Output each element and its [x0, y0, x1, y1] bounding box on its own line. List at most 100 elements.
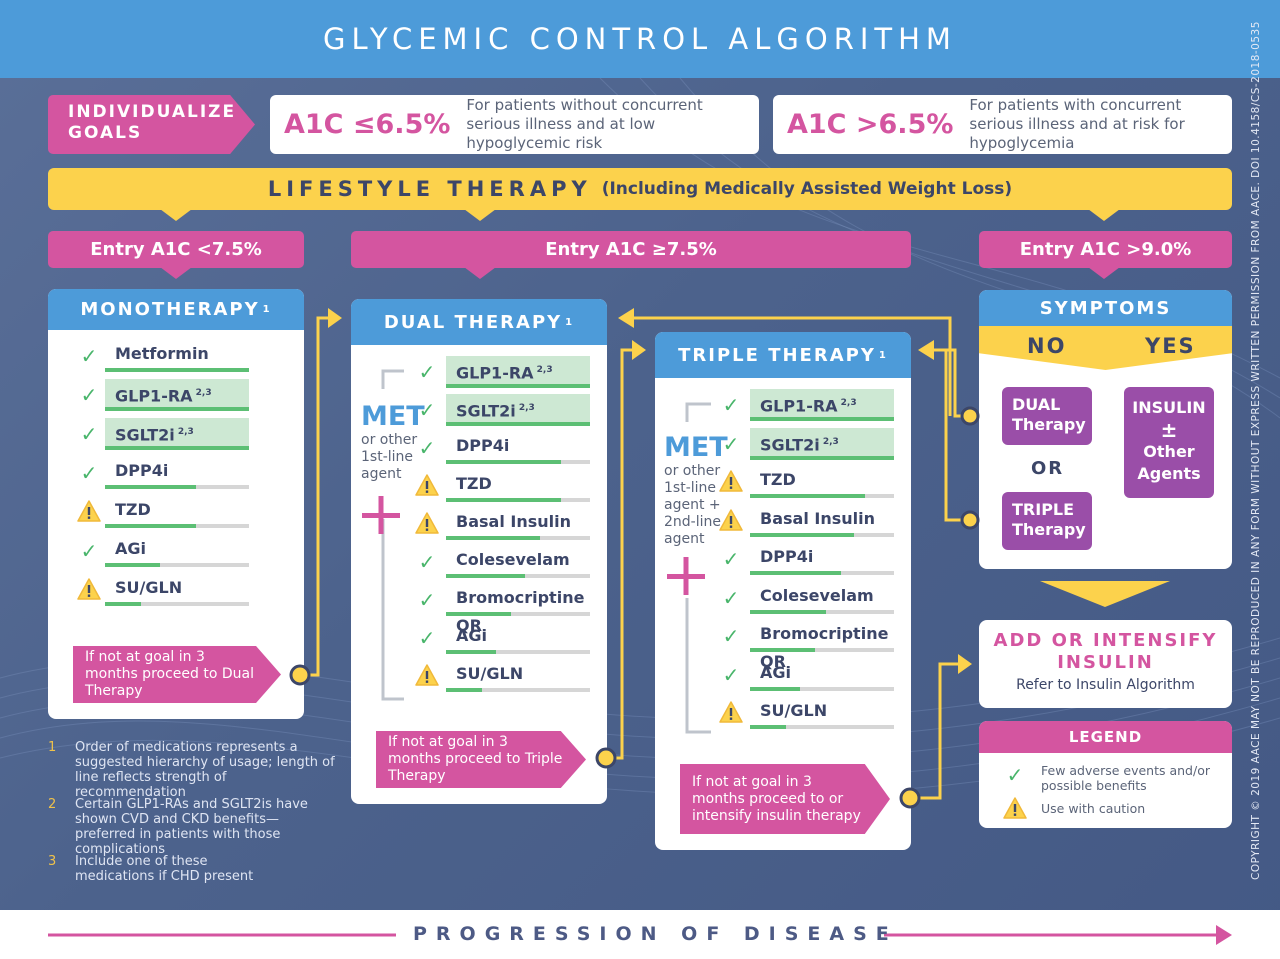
- recommendation-strength-bar: [446, 460, 590, 464]
- symptoms-or: OR: [1031, 458, 1065, 479]
- check-icon: ✓: [80, 461, 98, 485]
- page-title: GLYCEMIC CONTROL ALGORITHM: [323, 22, 957, 56]
- medication-name: TZD: [456, 474, 492, 493]
- medication-name: AGi: [760, 662, 791, 682]
- recommendation-strength-bar: [750, 455, 894, 460]
- legend-warning-text: Use with caution: [1041, 801, 1146, 816]
- recommendation-strength-bar: [446, 650, 590, 654]
- medication-row: Bromocriptine QR: [446, 580, 590, 635]
- legend-check-icon: ✓: [1006, 763, 1024, 787]
- goal-high-text: For patients with concurrent serious ill…: [969, 96, 1185, 152]
- recommendation-strength-bar: [105, 524, 249, 528]
- goal-high-box: A1C >6.5% For patients with concurrent s…: [773, 95, 1232, 154]
- medication-row: SGLT2i 2,3: [105, 414, 249, 450]
- recommendation-strength-bar: [105, 407, 249, 411]
- recommendation-strength-bar: [105, 485, 249, 489]
- check-icon: ✓: [722, 662, 740, 687]
- medication-name: Basal Insulin: [456, 512, 571, 531]
- goal-high-value: A1C >6.5%: [787, 109, 954, 140]
- strength-fill: [105, 446, 249, 450]
- dual-bracket: [362, 369, 404, 701]
- lifestyle-pointers: [160, 209, 1120, 221]
- check-icon: ✓: [80, 422, 98, 446]
- check-icon: ✓: [418, 550, 436, 574]
- medication-name: DPP4i: [115, 461, 169, 480]
- footnote-ref: 2,3: [533, 365, 553, 375]
- symptoms-no: NO: [1027, 334, 1067, 358]
- medication-name: GLP1-RA 2,3: [446, 356, 590, 384]
- recommendation-strength-bar: [750, 417, 894, 421]
- lifestyle-therapy-bar: LIFESTYLE THERAPY (Including Medically A…: [48, 168, 1232, 210]
- footnote-ref: 2,3: [837, 398, 857, 408]
- check-icon: ✓: [418, 436, 436, 460]
- warning-icon: [415, 512, 439, 536]
- recommendation-strength-bar: [446, 422, 590, 426]
- copyright-notice: COPYRIGHT © 2019 AACE MAY NOT BE REPRODU…: [1250, 21, 1262, 880]
- footnote-3: 3 Include one of these medications if CH…: [48, 854, 254, 884]
- check-icon: ✓: [722, 585, 740, 610]
- check-icon: ✓: [80, 539, 98, 563]
- warning-icon: [77, 500, 101, 524]
- check-icon: ✓: [80, 383, 98, 407]
- strength-fill: [446, 498, 562, 502]
- check-icon: ✓: [80, 344, 98, 368]
- medication-name: Bromocriptine QR: [456, 588, 585, 635]
- medication-name: Metformin: [115, 344, 209, 363]
- strength-fill: [105, 407, 249, 411]
- medication-row: Basal Insulin: [446, 504, 590, 540]
- medication-name: DPP4i: [760, 547, 814, 566]
- symptoms-down-arrow: [1040, 581, 1170, 607]
- medication-name: TZD: [760, 470, 796, 489]
- triple-met-sub: or other 1st-line agent + 2nd-line agent: [664, 463, 721, 547]
- strength-fill: [446, 536, 540, 540]
- triple-next-step: If not at goal in 3 months proceed to or…: [680, 764, 890, 834]
- progression-label: PROGRESSION OF DISEASE: [413, 923, 898, 945]
- recommendation-strength-bar: [750, 494, 894, 498]
- recommendation-strength-bar: [446, 574, 590, 578]
- footnote-1: 1 Order of medications represents a sugg…: [48, 740, 335, 800]
- warning-icon: [719, 470, 743, 494]
- check-icon: ✓: [722, 431, 740, 456]
- medication-row: Bromocriptine QR: [750, 616, 894, 671]
- medication-row: SU/GLN: [446, 656, 590, 692]
- medication-row: AGi: [105, 531, 249, 567]
- strength-fill: [446, 612, 511, 616]
- medication-row: DPP4i: [750, 539, 894, 575]
- strength-fill: [446, 574, 526, 578]
- entry-pointers: [160, 267, 1120, 279]
- medication-row: GLP1-RA 2,3: [750, 385, 894, 421]
- medication-name: Colesevelam: [760, 585, 874, 605]
- check-icon: ✓: [722, 393, 740, 417]
- strength-fill: [750, 417, 894, 421]
- lifestyle-subtitle: (Including Medically Assisted Weight Los…: [601, 179, 1013, 199]
- individualize-goals-tag: INDIVIDUALIZE GOALS: [48, 95, 255, 154]
- strength-fill: [750, 609, 827, 614]
- insulin-algorithm-ref: Refer to Insulin Algorithm: [1016, 677, 1195, 693]
- medication-name: AGi: [115, 539, 146, 558]
- strength-fill: [105, 524, 196, 528]
- recommendation-strength-bar: [105, 446, 249, 450]
- recommendation-strength-bar: [105, 368, 249, 372]
- footnote-2: 2 Certain GLP1-RAs and SGLT2is have show…: [48, 797, 308, 857]
- dual-met-block: MET or other 1st-line agent: [361, 401, 425, 483]
- progression-arrow: [48, 925, 1232, 945]
- triple-bracket: [667, 402, 711, 734]
- strength-fill: [446, 688, 482, 692]
- recommendation-strength-bar: [105, 563, 249, 567]
- legend-warning-icon: [1003, 797, 1027, 821]
- legend-check-text: Few adverse events and/or possible benef…: [1041, 763, 1210, 793]
- lifestyle-title: LIFESTYLE THERAPY: [267, 177, 592, 201]
- medication-row: SU/GLN: [750, 693, 894, 729]
- medication-name: AGi: [456, 626, 487, 645]
- medication-name: SGLT2i 2,3: [446, 394, 590, 422]
- triple-met-label: MET: [664, 432, 728, 463]
- medication-row: GLP1-RA 2,3: [105, 375, 249, 411]
- symptoms-header: SYMPTOMS: [979, 290, 1232, 326]
